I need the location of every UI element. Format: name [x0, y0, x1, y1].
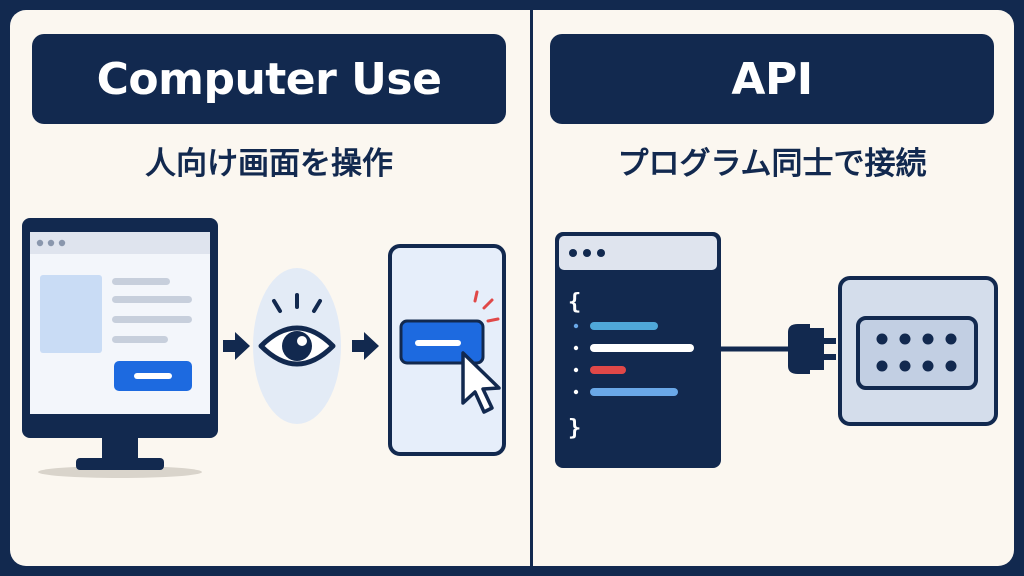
api-subtitle: プログラム同士で接続 [617, 145, 927, 182]
computer-use-subtitle: 人向け画面を操作 [145, 145, 393, 182]
code-window-icon: { } [555, 232, 721, 468]
plug-icon [721, 324, 836, 374]
computer-use-title-box: Computer Use [32, 34, 506, 124]
api-title-box: API [550, 34, 994, 124]
code-open-brace: { [568, 290, 581, 315]
socket-icon [838, 276, 998, 426]
code-close-brace: } [568, 416, 581, 441]
eye-icon [253, 268, 341, 424]
monitor-icon [22, 218, 218, 478]
click-card [388, 244, 506, 456]
computer-use-title: Computer Use [96, 53, 442, 105]
mouse-cursor-icon [461, 351, 501, 414]
arrow-right-icon [223, 332, 250, 360]
click-spark [473, 290, 500, 323]
illustrations: { } [22, 218, 998, 478]
center-divider [530, 10, 533, 566]
api-title: API [731, 53, 813, 105]
arrow-right-icon [352, 332, 379, 360]
infographic-frame: Computer Use 人向け画面を操作 API プログラム同士で接続 [10, 10, 1014, 566]
